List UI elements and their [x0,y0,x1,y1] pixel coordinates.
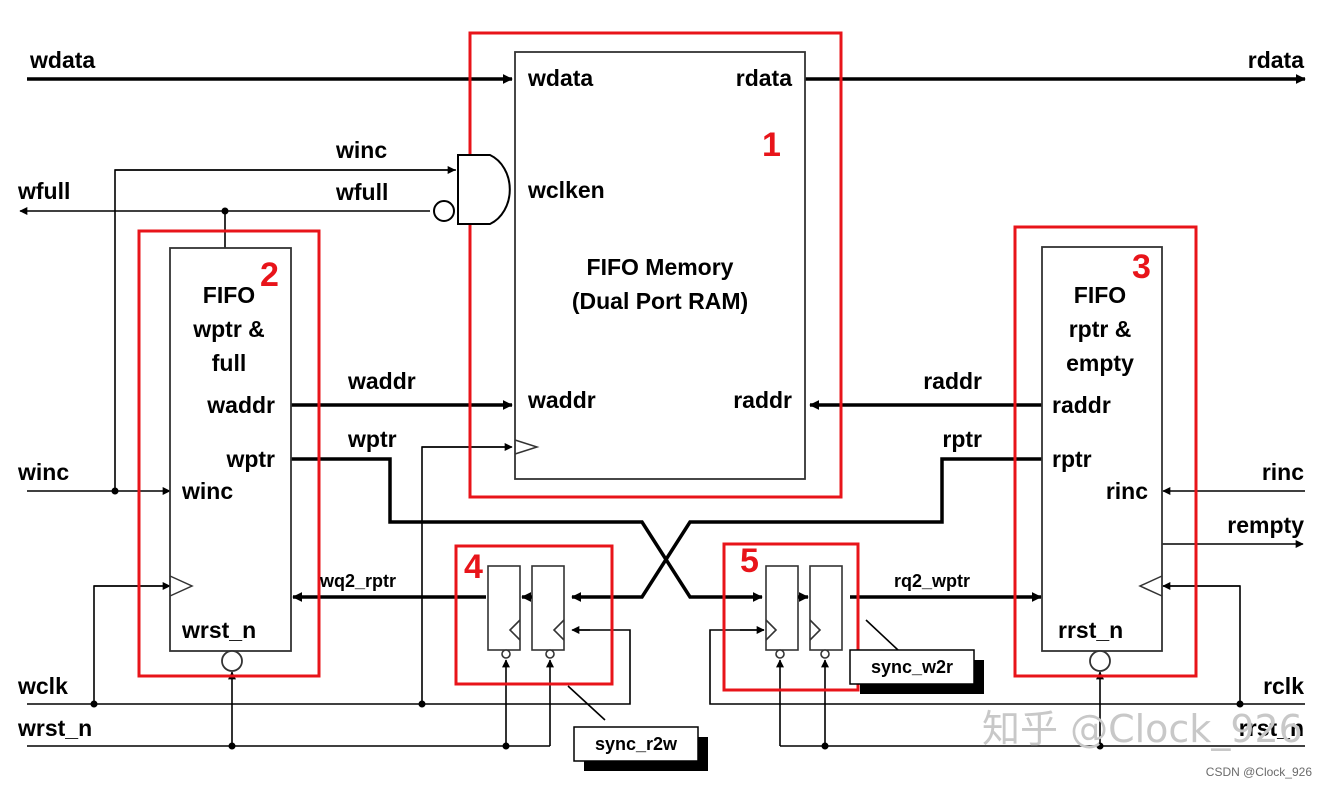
rempty-out-label: rempty [1227,512,1304,538]
and-gate [457,154,511,225]
winc-in-label: winc [17,459,69,485]
rptr-port-rinc: rinc [1106,478,1148,504]
rdata-out-label: rdata [1248,47,1304,73]
inverter-bubble [433,200,455,222]
rptr-number: 3 [1132,248,1151,286]
waddr-wire-label: waddr [347,368,416,394]
rptr-port-rrst-n: rrst_n [1058,617,1123,643]
rclk-label: rclk [1263,673,1304,699]
wptr-number: 2 [260,256,279,294]
wfull-gate-label: wfull [335,179,388,205]
wclk-label: wclk [17,673,68,699]
wptr-title-line2: wptr & [192,316,265,342]
sync-w2r-number: 5 [740,542,759,580]
mem-port-wdata: wdata [527,65,593,91]
sync-r2w-number: 4 [464,548,483,586]
rrst-n-bubble [1089,650,1111,672]
wfull-out-label: wfull [17,178,70,204]
mem-title-line2: (Dual Port RAM) [572,288,748,314]
sync-r2w-callout-text: sync_r2w [595,734,678,754]
memory-number: 1 [762,126,781,164]
wrst-n-bubble [221,650,243,672]
mem-port-wclken: wclken [527,177,605,203]
wptr-wire [290,457,763,602]
rptr-title-line1: FIFO [1074,282,1126,308]
wptr-wire-label: wptr [347,426,397,452]
wptr-port-wrst-n: wrst_n [181,617,256,643]
wptr-title-line1: FIFO [203,282,255,308]
sync-w2r-callout [849,649,975,685]
rptr-wire-label: rptr [942,426,982,452]
rrst-n-label: rrst_n [1239,715,1304,741]
wclk-to-wptr-wire [93,585,170,704]
rptr-wire [571,457,1043,602]
mem-port-rdata: rdata [736,65,792,91]
sync-w2r-leader [865,619,899,651]
rq2-wptr-label: rq2_wptr [894,571,970,591]
rptr-empty-block [1041,246,1163,652]
rptr-port-raddr: raddr [1052,392,1111,418]
wptr-port-winc: winc [181,478,233,504]
wptr-port-wptr: wptr [225,446,275,472]
memory-highlight-box [468,31,843,499]
wptr-highlight-box [137,229,321,678]
rptr-title-line3: empty [1066,350,1134,376]
wdata-in-label: wdata [29,47,95,73]
zhihu-watermark: 知乎 @Clock_926 [982,707,1303,751]
rclk-to-rptr-wire [1163,585,1241,704]
wptr-full-block [169,247,292,652]
rptr-title-line2: rptr & [1069,316,1132,342]
raddr-wire-label: raddr [923,368,982,394]
rclk-to-sync-w2r-wire [709,629,855,705]
sync-r2w-leader [567,685,606,721]
wq2-rptr-label: wq2_rptr [319,571,396,591]
rptr-port-rptr: rptr [1052,446,1092,472]
rptr-highlight-box [1013,225,1198,678]
wrst-n-label: wrst_n [17,715,92,741]
sync-w2r-flops [765,565,843,659]
wptr-title-line3: full [212,350,247,376]
fifo-memory-block [514,51,806,480]
sync-r2w-highlight-box [454,544,614,686]
csdn-credit: CSDN @Clock_926 [1206,765,1313,779]
sync-w2r-callout-text: sync_w2r [871,657,953,677]
sync-w2r-highlight-box [722,542,860,692]
rinc-in-label: rinc [1262,459,1304,485]
winc-top-label: winc [335,137,387,163]
mem-title-line1: FIFO Memory [587,254,734,280]
sync-r2w-flops [487,565,565,659]
sync-r2w-callout [573,726,699,762]
mem-port-raddr: raddr [733,387,792,413]
wptr-port-waddr: waddr [206,392,275,418]
mem-port-waddr: waddr [527,387,596,413]
mem-clock-triangle [514,439,540,455]
wclk-to-sync-r2w-wire [455,629,631,705]
